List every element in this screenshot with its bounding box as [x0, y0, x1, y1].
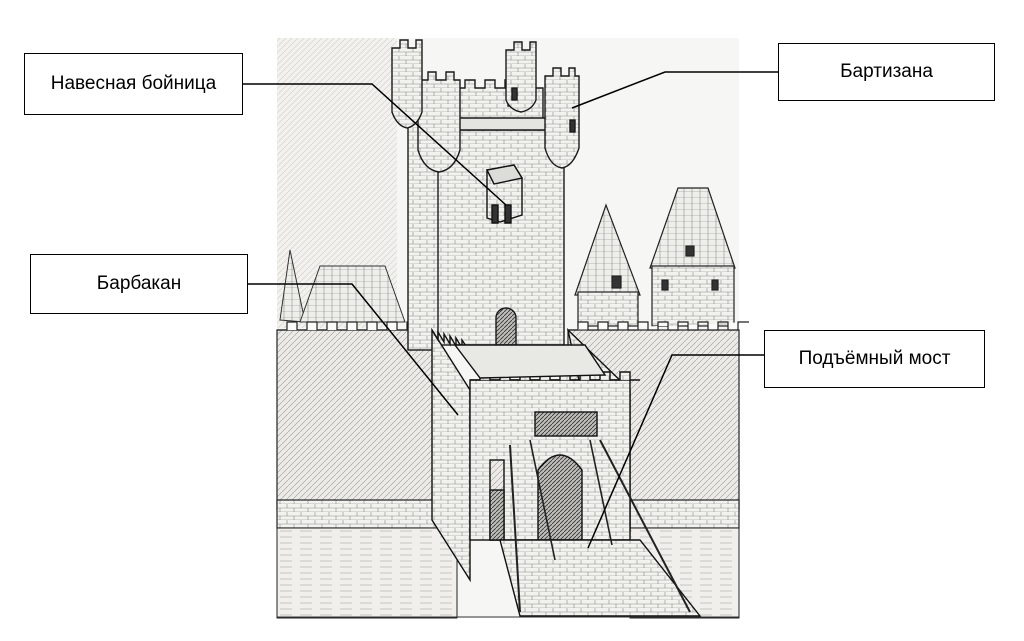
machicolation-box — [485, 164, 524, 224]
barbican-structure — [431, 327, 640, 583]
leader-lines — [243, 71, 778, 549]
moat-left — [276, 527, 458, 619]
leader-bartizan — [571, 71, 778, 109]
curtain-wall-left — [276, 321, 447, 529]
callout-barbican-text: Барбакан — [96, 273, 182, 294]
callout-barbican: Барбакан — [30, 254, 248, 314]
leader-barbican — [248, 283, 459, 416]
callout-bartizan-text: Бартизана — [840, 61, 933, 82]
leader-machicolation — [243, 83, 507, 206]
callout-bartizan: Бартизана — [778, 43, 995, 101]
callout-drawbridge: Подъёмный мост — [764, 330, 985, 388]
drawbridge — [499, 439, 702, 617]
background-houses — [574, 187, 736, 327]
callout-machicolation-text: Навесная бойница — [50, 73, 217, 94]
callout-machicolation: Навесная бойница — [24, 53, 243, 115]
bartizans — [391, 39, 580, 173]
callout-drawbridge-text: Подъёмный мост — [798, 348, 951, 369]
leader-drawbridge — [587, 354, 764, 549]
